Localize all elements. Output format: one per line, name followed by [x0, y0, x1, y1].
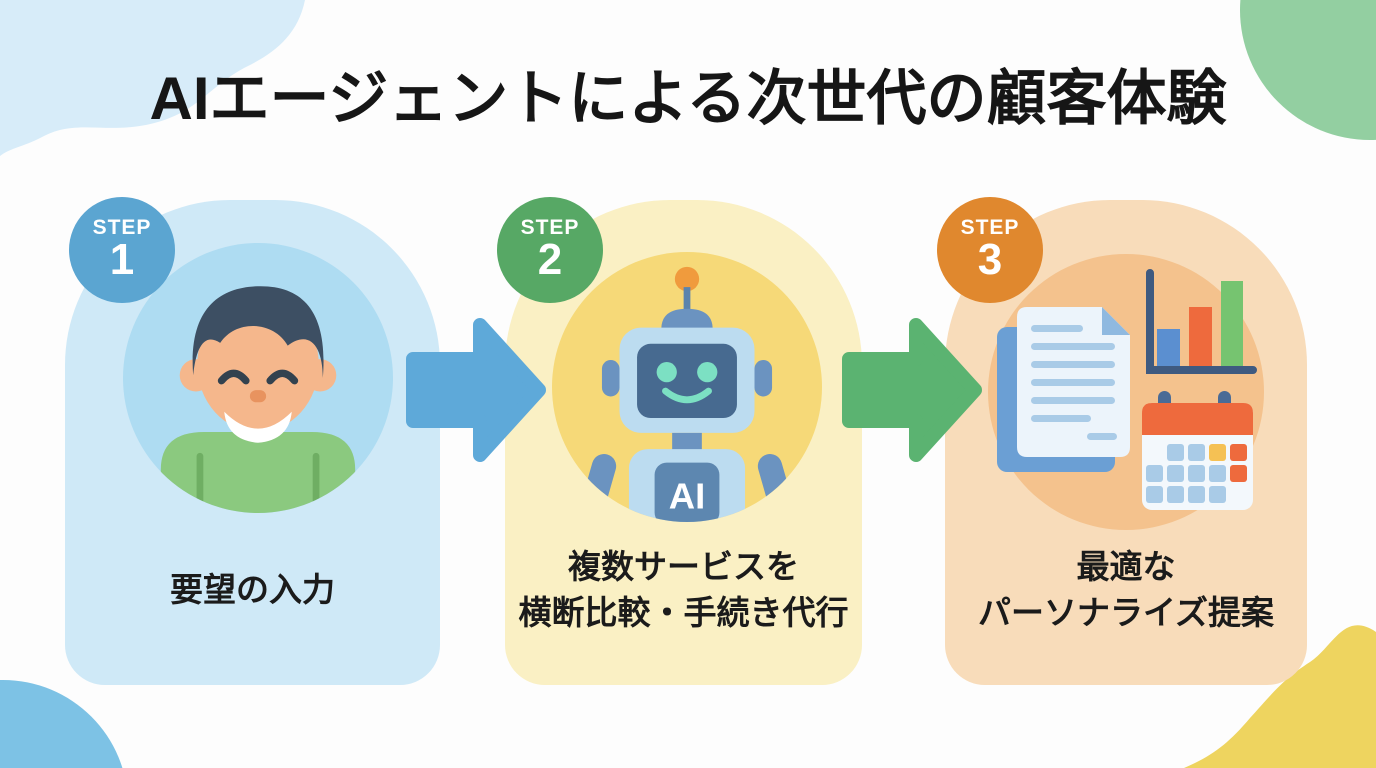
step3-badge: STEP 3	[937, 197, 1043, 303]
step2-caption: 複数サービスを 横断比較・手続き代行	[505, 530, 862, 650]
bar-chart	[1146, 269, 1257, 374]
robot-arm-left	[578, 454, 617, 522]
step1-badge-word: STEP	[92, 216, 152, 239]
avatar-smile	[224, 411, 292, 443]
calendar-header	[1142, 403, 1253, 435]
arrow-step2-to-step3	[842, 318, 982, 462]
calendar-day-cells	[1146, 444, 1247, 503]
step2-caption-line1: 複数サービスを	[568, 548, 799, 585]
robot-arm-right	[757, 454, 796, 522]
step2-caption-line2: 横断比較・手続き代行	[518, 594, 849, 631]
robot-ear-right	[754, 360, 773, 397]
arrow-right-shape	[406, 318, 546, 462]
avatar-nose	[249, 390, 267, 403]
avatar-eye-left	[217, 369, 250, 385]
avatar-eye-right	[266, 369, 299, 385]
calendar	[1142, 391, 1253, 510]
step2-badge-number: 2	[537, 235, 563, 284]
step3-caption: 最適な パーソナライズ提案	[945, 530, 1307, 650]
step3-caption-line2: パーソナライズ提案	[977, 594, 1274, 631]
documents-chart-calendar-icon	[997, 269, 1257, 510]
robot-head-dome	[661, 308, 713, 329]
step3-badge-word: STEP	[960, 216, 1020, 239]
robot-eye-left	[656, 362, 677, 383]
step1-badge: STEP 1	[69, 197, 175, 303]
robot-antenna-ball	[674, 266, 700, 292]
chart-bar-orange	[1189, 307, 1212, 369]
document-fold-corner	[1102, 307, 1130, 335]
robot-chest-panel	[654, 462, 720, 522]
ai-robot-icon: AI	[578, 266, 796, 522]
step2-badge-word: STEP	[520, 216, 580, 239]
page-title: AIエージェントによる次世代の顧客体験	[149, 65, 1227, 132]
robot-antenna-stem	[683, 287, 691, 312]
robot-eye-right	[697, 362, 718, 383]
smiling-user-avatar-icon	[160, 286, 356, 513]
arrow-right-shape	[842, 318, 982, 462]
bottom-left-circle-blob	[0, 680, 128, 768]
avatar-hair	[192, 286, 324, 378]
step1-caption-line: 要望の入力	[170, 571, 335, 608]
step1-caption: 要望の入力	[65, 530, 440, 650]
robot-ear-left	[601, 360, 620, 397]
robot-chest-label: AI	[669, 476, 705, 517]
step2-badge: STEP 2	[497, 197, 603, 303]
document-text-lines	[1031, 325, 1117, 440]
chart-bar-green	[1221, 281, 1243, 369]
step3-card: 最適な パーソナライズ提案	[945, 200, 1307, 685]
step1-badge-number: 1	[109, 235, 135, 284]
step3-badge-number: 3	[977, 235, 1003, 284]
arrow-step1-to-step2	[406, 318, 546, 462]
robot-face-screen	[637, 343, 737, 419]
robot-neck	[672, 432, 702, 451]
avatar-shirt	[160, 432, 356, 513]
step2-card: AI 複数サービスを 横断比較・手続き代行	[505, 200, 862, 685]
chart-bar-blue	[1157, 329, 1180, 369]
chart-axes	[1146, 269, 1257, 374]
step3-caption-line1: 最適な	[1076, 548, 1176, 585]
robot-smile	[662, 387, 712, 404]
